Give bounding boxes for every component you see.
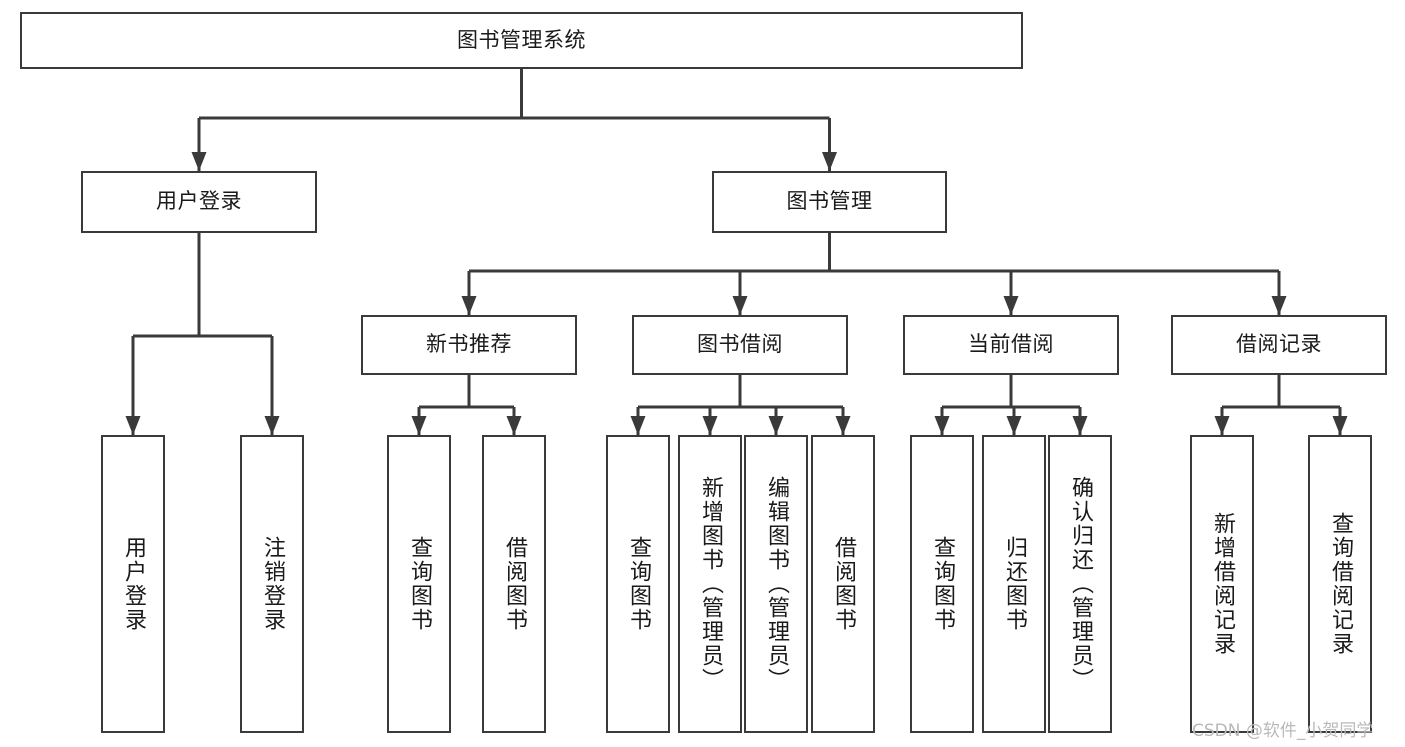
edge-arrowhead [1003, 296, 1019, 315]
node-label-root: 图书管理系统 [457, 27, 586, 52]
node-label-user-login: 用户登录 [156, 189, 242, 214]
node-leaf-confirm-return[interactable]: 确认归还（管理员） [1048, 435, 1112, 733]
node-label-new-book-recommend: 新书推荐 [426, 332, 512, 357]
node-label-leaf-return-book: 归还图书 [1002, 536, 1027, 632]
edge-arrowhead [934, 416, 950, 435]
node-leaf-user-login[interactable]: 用户登录 [101, 435, 165, 733]
node-leaf-logout[interactable]: 注销登录 [240, 435, 304, 733]
node-leaf-edit-book[interactable]: 编辑图书（管理员） [744, 435, 808, 733]
edge-arrowhead [1214, 416, 1230, 435]
edge-arrowhead [264, 416, 280, 435]
node-label-leaf-query-record: 查询借阅记录 [1328, 512, 1353, 656]
node-label-leaf-borrow-book-2: 借阅图书 [831, 536, 856, 632]
edge-arrowhead [1072, 416, 1088, 435]
edge-arrowhead [411, 416, 427, 435]
node-leaf-add-record[interactable]: 新增借阅记录 [1190, 435, 1254, 733]
node-user-login[interactable]: 用户登录 [81, 171, 317, 233]
node-leaf-add-book[interactable]: 新增图书（管理员） [678, 435, 742, 733]
edge-arrowhead [1332, 416, 1348, 435]
edge-arrowhead [822, 152, 837, 171]
node-current-borrow[interactable]: 当前借阅 [903, 315, 1119, 375]
node-leaf-borrow-book-2[interactable]: 借阅图书 [811, 435, 875, 733]
edge-arrowhead [702, 416, 718, 435]
edge-arrowhead [1271, 296, 1287, 315]
node-label-leaf-query-book-2: 查询图书 [626, 536, 651, 632]
node-label-leaf-user-login: 用户登录 [121, 536, 146, 632]
edge-arrowhead [732, 296, 748, 315]
node-label-borrow-record: 借阅记录 [1236, 332, 1322, 357]
node-leaf-query-book-1[interactable]: 查询图书 [387, 435, 451, 733]
edge-arrowhead [630, 416, 646, 435]
node-leaf-borrow-book-1[interactable]: 借阅图书 [482, 435, 546, 733]
edge-arrowhead [1006, 416, 1022, 435]
node-label-leaf-query-book-3: 查询图书 [930, 536, 955, 632]
node-label-book-borrow: 图书借阅 [697, 332, 783, 357]
node-label-leaf-add-record: 新增借阅记录 [1210, 512, 1235, 656]
node-leaf-return-book[interactable]: 归还图书 [982, 435, 1046, 733]
node-book-manage[interactable]: 图书管理 [712, 171, 947, 233]
node-label-leaf-add-book: 新增图书（管理员） [698, 476, 723, 692]
node-leaf-query-book-3[interactable]: 查询图书 [910, 435, 974, 733]
node-label-leaf-logout: 注销登录 [260, 536, 285, 632]
node-new-book-recommend[interactable]: 新书推荐 [361, 315, 577, 375]
edge-arrowhead [768, 416, 784, 435]
node-book-borrow[interactable]: 图书借阅 [632, 315, 848, 375]
node-label-leaf-confirm-return: 确认归还（管理员） [1068, 476, 1093, 692]
edge-arrowhead [461, 296, 477, 315]
edge-arrowhead [191, 152, 207, 171]
node-label-leaf-edit-book: 编辑图书（管理员） [764, 476, 789, 692]
node-label-leaf-borrow-book-1: 借阅图书 [502, 536, 527, 632]
node-label-current-borrow: 当前借阅 [968, 332, 1054, 357]
edge-arrowhead [506, 416, 522, 435]
node-borrow-record[interactable]: 借阅记录 [1171, 315, 1387, 375]
node-leaf-query-book-2[interactable]: 查询图书 [606, 435, 670, 733]
node-leaf-query-record[interactable]: 查询借阅记录 [1308, 435, 1372, 733]
node-label-leaf-query-book-1: 查询图书 [407, 536, 432, 632]
edge-arrowhead [125, 416, 141, 435]
node-label-book-manage: 图书管理 [786, 189, 873, 214]
node-root[interactable]: 图书管理系统 [20, 12, 1023, 69]
edge-arrowhead [835, 416, 851, 435]
